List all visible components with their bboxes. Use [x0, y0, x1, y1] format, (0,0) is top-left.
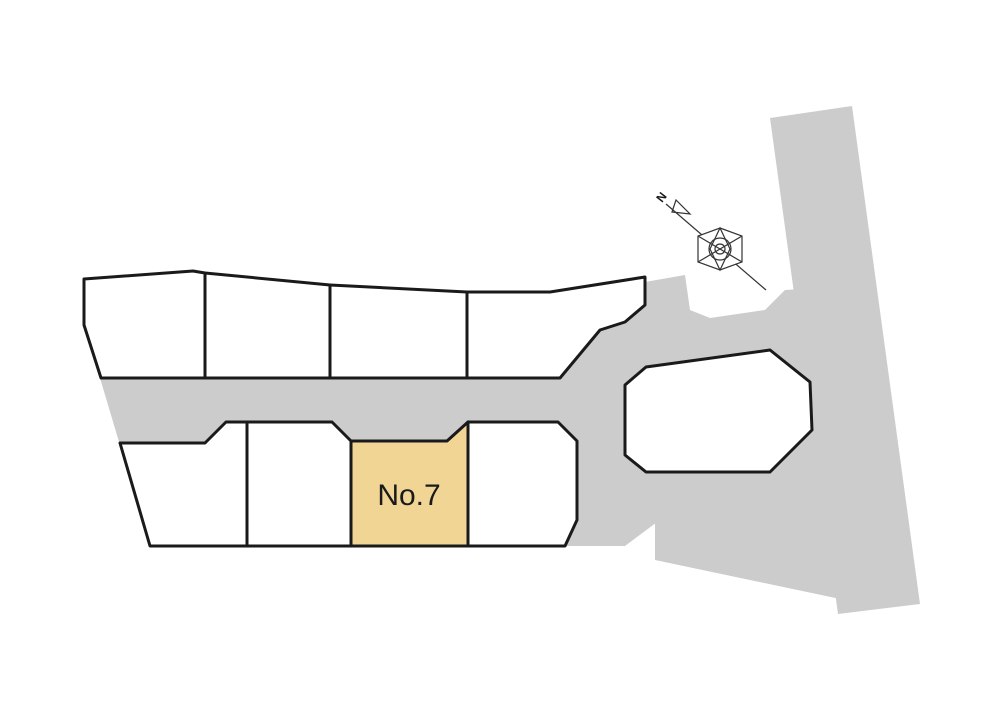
lot-north-2 — [203, 271, 332, 380]
lot-south-4 — [466, 420, 579, 548]
connector-road — [655, 450, 845, 600]
lot-north-1 — [82, 269, 207, 380]
south-lots — [118, 420, 579, 548]
north-lots — [82, 269, 647, 380]
lot-north-3 — [328, 283, 469, 380]
north-label: N — [653, 189, 669, 204]
lot-no7-label: No.7 — [377, 479, 440, 512]
lot-east — [623, 348, 814, 474]
lot-north-4 — [465, 275, 647, 380]
north-arrow-compass-icon: N — [653, 189, 767, 291]
lot-south-2 — [245, 420, 353, 548]
